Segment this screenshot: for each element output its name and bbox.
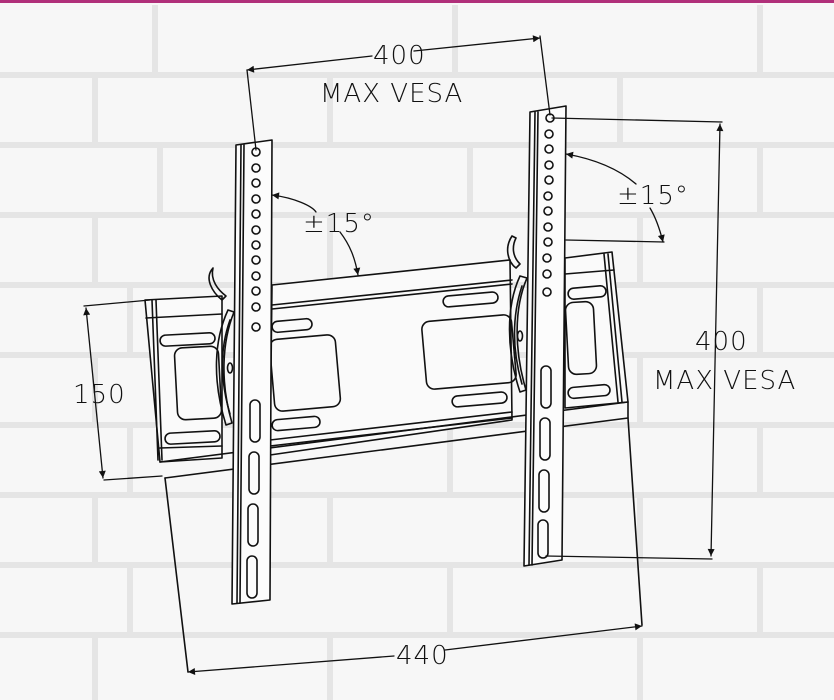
- tilt-hook-left: [208, 267, 235, 426]
- top-accent-border: [0, 0, 834, 3]
- dimension-bottom-440: [187, 623, 643, 675]
- wall-plate: [144, 251, 643, 673]
- vertical-arm-right: [516, 105, 567, 567]
- tilt-hook-right: [506, 235, 528, 393]
- dimension-right-vesa: [545, 117, 724, 560]
- tilt-right-value: ±15°: [617, 181, 689, 211]
- tilt-angle-left: [271, 192, 361, 276]
- bottom-dimension-value: 440: [396, 641, 449, 671]
- top-dimension-label: MAX VESA: [320, 79, 463, 109]
- right-dimension-value: 400: [695, 327, 748, 357]
- vertical-arm-left: [226, 139, 273, 605]
- dimension-left-150: [83, 299, 163, 481]
- tilt-left-value: ±15°: [303, 209, 375, 239]
- right-dimension-label: MAX VESA: [653, 366, 796, 396]
- top-dimension-value: 400: [373, 41, 426, 71]
- dimension-top-vesa: [246, 35, 551, 151]
- tilt-angle-right: [565, 151, 665, 243]
- left-dimension-value: 150: [73, 380, 126, 410]
